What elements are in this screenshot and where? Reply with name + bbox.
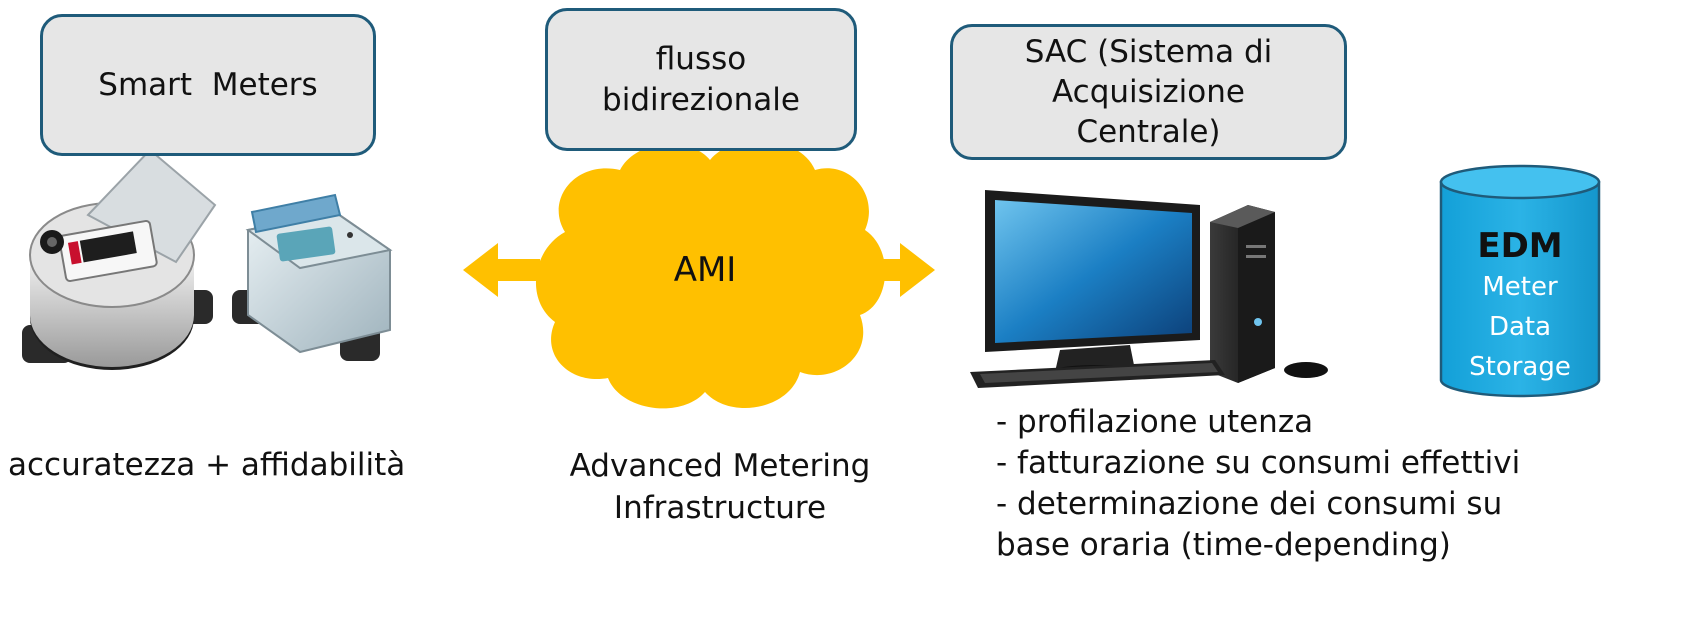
ami-cloud-icon [535,140,886,409]
left-arrow-icon [463,243,540,297]
sac-label-line2: Centrale) [1076,114,1221,151]
bullet-item: base oraria (time-depending) [996,527,1451,563]
smart-meters-label: Smart Meters [98,66,318,103]
ami-caption: Advanced Metering Infrastructure [555,446,885,530]
flusso-label-line2: bidirezionale [602,81,800,118]
ami-caption-line2: Infrastructure [613,489,827,526]
smart-meters-caption: accuratezza + affidabilità [8,447,406,483]
sac-bullet-list: - profilazione utenza - fatturazione su … [996,402,1686,566]
bullet-item: - determinazione dei consumi su [996,486,1503,522]
sac-callout: SAC (Sistema di Acquisizione Centrale) [950,24,1347,160]
flusso-label-line1: flusso [655,41,747,78]
edm-title: EDM [1477,226,1563,266]
ami-caption-line1: Advanced Metering [569,448,871,484]
bullet-item: - fatturazione su consumi effettivi [996,445,1521,481]
bullet-item: - profilazione utenza [996,404,1314,440]
flusso-callout: flusso bidirezionale [545,8,857,151]
edm-line-storage: Storage [1469,352,1571,382]
edm-line-meter: Meter [1482,272,1558,302]
right-arrow-icon [860,243,935,297]
sac-label-line1: SAC (Sistema di Acquisizione [1024,33,1273,110]
edm-line-data: Data [1488,312,1552,342]
water-meter-1-icon [22,148,217,370]
edm-database-icon [1439,164,1601,398]
ami-label: AMI [673,250,737,290]
water-meters-icon [22,148,393,370]
smart-meters-callout: Smart Meters [40,14,376,156]
desktop-computer-icon [970,190,1328,388]
water-meter-2-icon [232,193,393,361]
